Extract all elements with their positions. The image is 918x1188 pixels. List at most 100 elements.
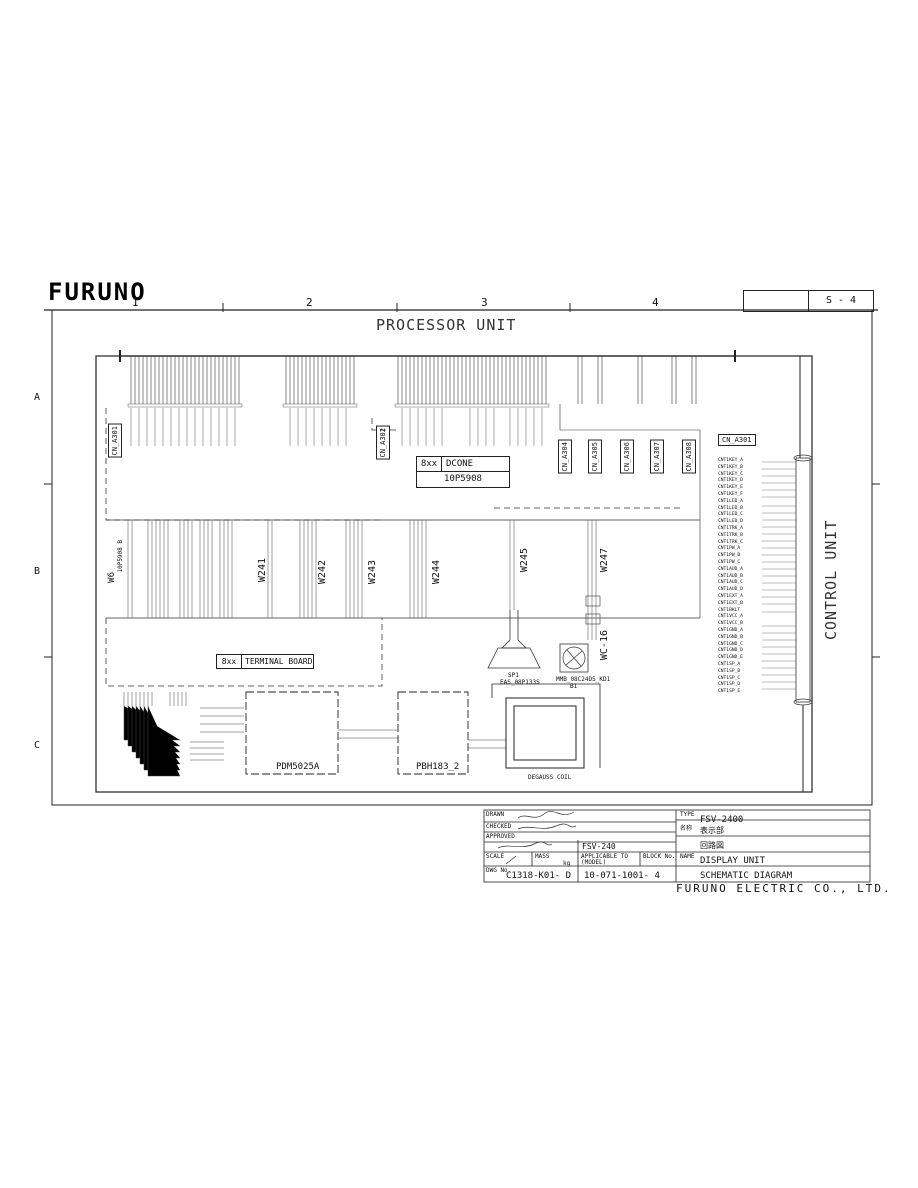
applicable-value: FSV-240 <box>582 842 616 851</box>
row-letter-a: A <box>34 392 41 403</box>
control-signal: CNT1GND_D <box>718 648 743 654</box>
control-signal: CNT1KEY_A <box>718 458 743 463</box>
connector-j311: CN_A301 <box>108 424 122 458</box>
buzzer-board-label: PBH183_2 <box>416 762 460 772</box>
control-signal: CNT1LED_B <box>718 505 743 511</box>
name-jp-2: 回路図 <box>700 841 724 850</box>
control-signal: CNT1TRK_C <box>718 539 743 545</box>
control-signal: CNT1AUD_C <box>718 580 743 586</box>
wire-w242: W242 <box>317 560 328 585</box>
control-unit-title: CONTROL UNIT <box>822 519 840 640</box>
control-signal: CNT1SP_E <box>718 689 741 695</box>
fan-part: MMB_08C24DS_KD1 <box>556 676 611 683</box>
page-number-spacer <box>743 290 809 312</box>
control-signal: CNT1AUD_B <box>718 573 743 579</box>
checked-label: CHECKED <box>486 823 512 830</box>
control-signal: CNT1TRK_B <box>718 532 743 538</box>
control-signal: CNT1LED_C <box>718 512 743 518</box>
control-signal: CNT1KEY_D <box>718 478 743 484</box>
dcone-name: DCONE <box>446 459 474 469</box>
wire-w244: W244 <box>431 560 442 585</box>
applicable-sub: (MODEL) <box>581 859 607 866</box>
mass-unit: kg <box>563 860 571 867</box>
connector-j331: CN_A301 <box>718 434 756 446</box>
control-signal: CNT1SP_C <box>718 675 741 681</box>
dwg-number: C1318-K01- D <box>506 871 572 881</box>
row-letter-c: C <box>34 740 41 751</box>
column-number-3: 3 <box>481 296 488 309</box>
control-signal: CNT1GND_B <box>718 634 743 640</box>
w6-part: 10P5908 B <box>117 540 124 573</box>
w6-label: W6 <box>107 572 117 583</box>
dcone-prefix: 8xx <box>417 457 442 471</box>
control-signal: CNT1KEY_B <box>718 464 743 470</box>
control-signal: CNT1KEY_F <box>718 492 743 497</box>
connector-j323: CN_A306 <box>620 440 634 474</box>
type-value: FSV-2400 <box>700 815 744 825</box>
approved-label: APPROVED <box>486 833 515 840</box>
mass-label: MASS <box>535 853 550 860</box>
type-label: TYPE <box>680 811 695 818</box>
power-supply-label: PDM5025A <box>276 762 320 772</box>
code-number: 10-071-1001- 4 <box>584 871 660 881</box>
control-signal: CNT1PW_B <box>718 553 741 559</box>
control-signal: CNT1GND_C <box>718 641 743 647</box>
processor-unit-title: PROCESSOR UNIT <box>376 316 517 334</box>
degauss-coil-label: DEGAUSS COIL <box>528 774 572 781</box>
control-signal: CNT1SP_D <box>718 682 741 688</box>
connector-j325: CN_A308 <box>682 440 696 474</box>
control-signal: CNT1AUD_A <box>718 566 743 572</box>
control-signal: CNT1SP_B <box>718 668 741 674</box>
block-label: BLOCK No. <box>643 853 676 860</box>
name-jp-label: 名称 <box>680 825 693 832</box>
control-signal: CNT1EXT_A <box>718 594 743 599</box>
control-signal: CNT1VCC_B <box>718 621 743 627</box>
furuno-logo: FURUNO <box>48 278 220 306</box>
control-signal: CNT1EXT_B <box>718 600 743 606</box>
connector-j322: CN_A305 <box>588 440 602 474</box>
applicable-label: APPLICABLE TO <box>581 853 628 860</box>
terminal-name: TERMINAL BOARD <box>245 657 313 666</box>
wire-w247: W247 <box>599 548 610 573</box>
speaker-ref: SP1 <box>508 672 519 679</box>
logo-text: FURUNO <box>48 282 147 302</box>
terminal-board-label: 8xx TERMINAL BOARD <box>216 654 314 669</box>
wire-w243: W243 <box>367 560 378 585</box>
column-number-2: 2 <box>306 296 313 309</box>
dcone-board-label: 8xx DCONE 10P5908 <box>416 456 510 488</box>
company-name: FURUNO ELECTRIC CO., LTD. <box>676 882 892 895</box>
fan-ref: B1 <box>570 683 578 690</box>
column-number-4: 4 <box>652 296 659 309</box>
wire-w241: W241 <box>257 558 268 583</box>
name-jp: 表示部 <box>700 826 724 835</box>
terminal-prefix: 8xx <box>217 655 242 668</box>
drawn-label: DRAWN <box>486 811 505 818</box>
wire-wc16: WC-16 <box>599 630 610 661</box>
control-signal: CNT1LED_D <box>718 519 743 525</box>
control-signal: CNT1GND_A <box>718 628 743 633</box>
control-signal: CNT1SP_A <box>718 662 741 667</box>
dwg-label: DWG No. <box>486 867 512 874</box>
control-signal: CNT1BKLT <box>718 607 741 613</box>
control-signal: CNT1KEY_E <box>718 485 743 491</box>
control-signal: CNT1AUD_D <box>718 587 743 593</box>
wire-w245: W245 <box>519 548 530 573</box>
name-label: NAME <box>680 853 695 860</box>
control-signal: CNT1LED_A <box>718 498 743 504</box>
connector-j324: CN_A307 <box>650 440 664 474</box>
connector-j312: CN_A302 <box>376 426 390 460</box>
page-number: S - 4 <box>808 290 874 312</box>
connector-j321: CN_A304 <box>558 440 572 474</box>
speaker-part: EAS_08P133S <box>500 679 540 686</box>
name-value: DISPLAY UNIT <box>700 856 766 866</box>
control-signal: CNT1PW_A <box>718 546 741 552</box>
dcone-part: 10P5908 <box>444 474 482 484</box>
row-letter-b: B <box>34 566 41 577</box>
name-value-2: SCHEMATIC DIAGRAM <box>700 871 793 881</box>
control-signal: CNT1GND_E <box>718 655 743 661</box>
control-signal: CNT1TRK_A <box>718 526 743 531</box>
control-signal: CNT1KEY_C <box>718 471 743 477</box>
column-number-1: 1 <box>132 296 139 309</box>
control-signal: CNT1PW_C <box>718 560 741 565</box>
